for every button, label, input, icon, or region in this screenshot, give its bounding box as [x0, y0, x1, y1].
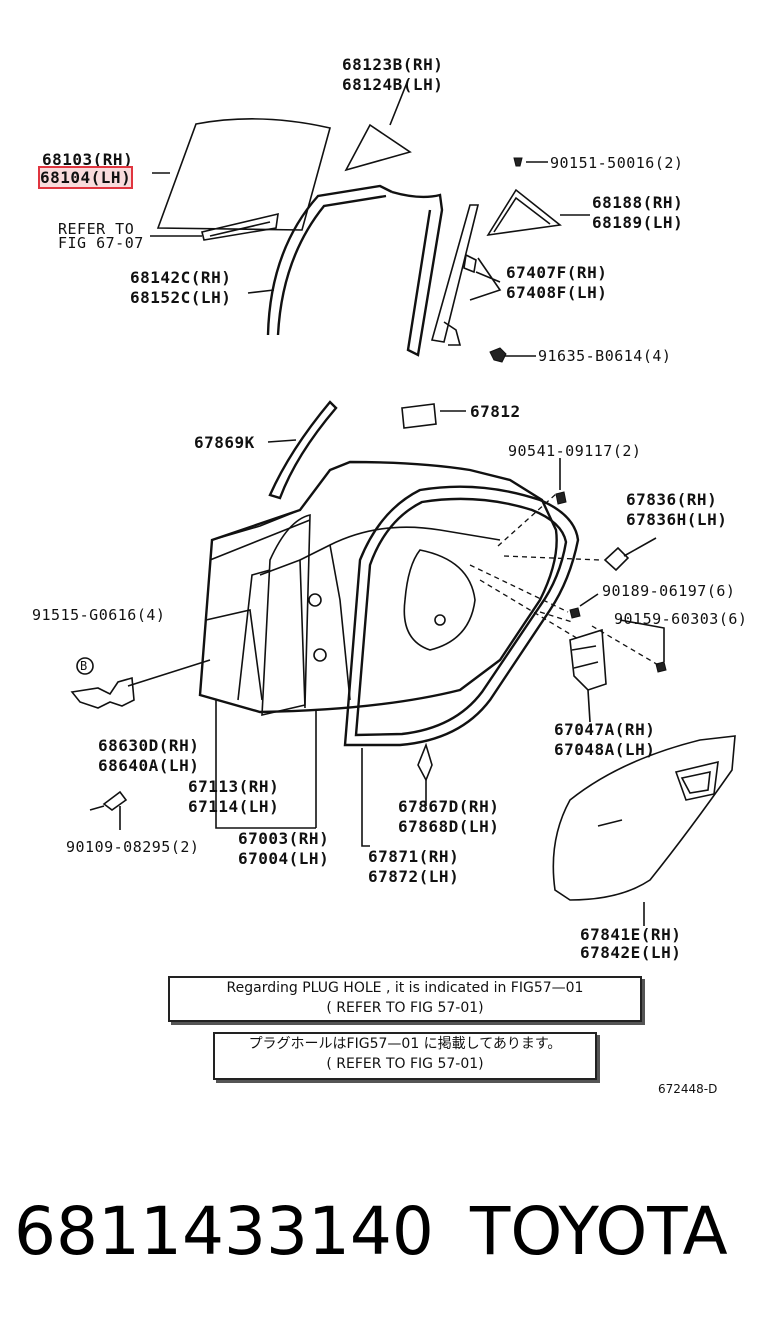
brand-name: TOYOTA — [470, 1193, 728, 1270]
opening-trim — [261, 513, 311, 717]
label-refer-to: REFER TO — [58, 220, 135, 238]
label-68188: 68188(RH) — [592, 193, 684, 212]
hole-cover — [401, 403, 437, 429]
label-67408f: 67408F(LH) — [506, 283, 608, 302]
label-90151: 90151-50016(2) — [550, 154, 684, 172]
label-67047a: 67047A(RH) — [554, 720, 656, 739]
label-67812: 67812 — [470, 402, 521, 421]
note-jp-line1: プラグホールはFIG57—01 に掲載してあります。 — [248, 1036, 562, 1052]
label-67841e: 67841E(RH) — [580, 925, 682, 944]
label-68123b: 68123B(RH) — [342, 55, 444, 74]
run-channel — [266, 184, 393, 336]
label-68152c: 68152C(LH) — [130, 288, 232, 307]
label-67048a: 67048A(LH) — [554, 740, 656, 759]
part-number: 6811433140 — [14, 1193, 434, 1270]
door-glass-shape — [156, 118, 331, 231]
note-jp-line2: ( REFER TO FIG 57-01) — [326, 1056, 484, 1072]
quarter-glass-triangle — [344, 123, 412, 172]
belt-moulding — [268, 400, 338, 500]
label-91515: 91515-G0616(4) — [32, 606, 166, 624]
label-67869k: 67869K — [194, 433, 255, 452]
label-91635: 91635-B0614(4) — [538, 347, 672, 365]
label-67003: 67003(RH) — [238, 829, 330, 848]
door-weatherstrip — [343, 485, 580, 747]
clip-shape — [417, 742, 433, 782]
figure-code: 672448-D — [658, 1082, 718, 1096]
label-67842e: 67842E(LH) — [580, 943, 682, 962]
label-90159: 90159-60303(6) — [614, 610, 748, 628]
label-68142c: 68142C(RH) — [130, 268, 232, 287]
label-68103: 68103(RH) — [42, 150, 134, 169]
label-67113: 67113(RH) — [188, 777, 280, 796]
label-67871: 67871(RH) — [368, 847, 460, 866]
label-67114: 67114(LH) — [188, 797, 280, 816]
label-67836h: 67836H(LH) — [626, 510, 728, 529]
note-en-line1: Regarding PLUG HOLE , it is indicated in… — [226, 980, 584, 996]
label-67407f: 67407F(RH) — [506, 263, 608, 282]
door-check — [569, 628, 607, 691]
label-67868d: 67868D(LH) — [398, 817, 500, 836]
plug-hole-note-japanese: プラグホールはFIG57—01 に掲載してあります。 ( REFER TO FI… — [213, 1032, 597, 1080]
note-en-line2: ( REFER TO FIG 57-01) — [326, 1000, 484, 1016]
label-67836: 67836(RH) — [626, 490, 718, 509]
door-shell — [198, 460, 558, 714]
door-hinge — [70, 676, 135, 709]
circle-b-marker: B — [80, 659, 88, 673]
label-90109: 90109-08295(2) — [66, 838, 200, 856]
label-68189: 68189(LH) — [592, 213, 684, 232]
quarter-window — [486, 188, 562, 237]
door-trim-board — [552, 735, 736, 901]
label-67867d: 67867D(RH) — [398, 797, 500, 816]
label-90541: 90541-09117(2) — [508, 442, 642, 460]
label-90189: 90189-06197(6) — [602, 582, 736, 600]
label-68630d: 68630D(RH) — [98, 736, 200, 755]
center-frame — [430, 204, 480, 343]
label-fig-67-07: FIG 67-07 — [58, 234, 144, 252]
label-67872: 67872(LH) — [368, 867, 460, 886]
label-68124b: 68124B(LH) — [342, 75, 444, 94]
label-68104-highlighted: 68104(LH) — [37, 166, 134, 189]
label-67004: 67004(LH) — [238, 849, 330, 868]
label-68640a: 68640A(LH) — [98, 756, 200, 775]
plug-hole-note-english: Regarding PLUG HOLE , it is indicated in… — [168, 976, 642, 1022]
